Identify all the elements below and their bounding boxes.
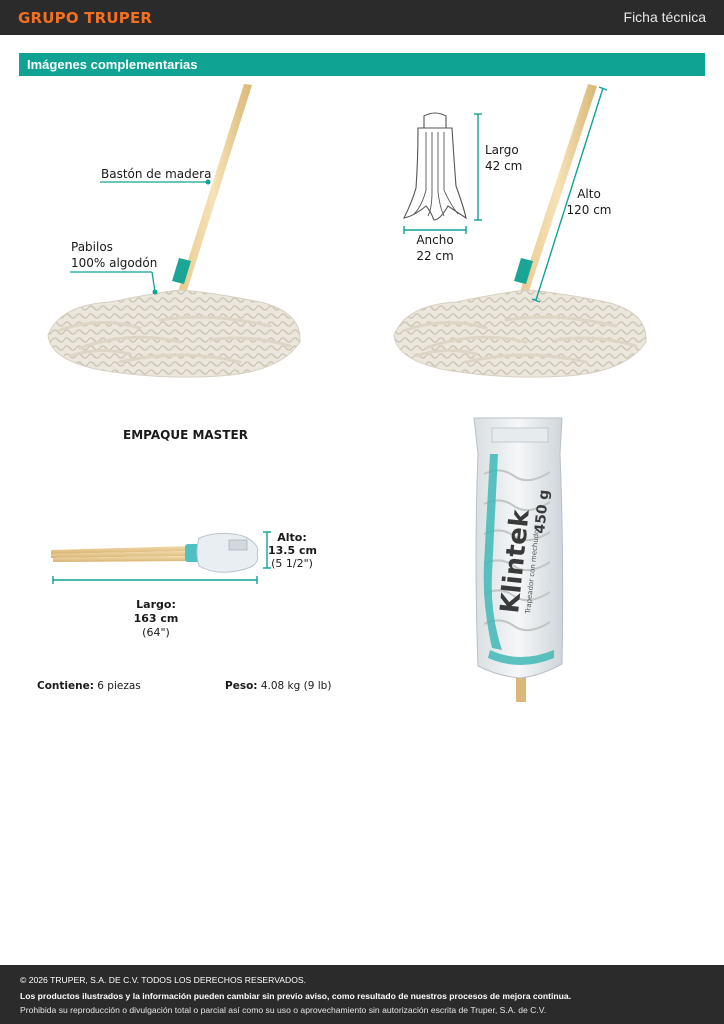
label-length: Largo xyxy=(485,143,519,157)
master-pack-image xyxy=(51,531,271,584)
section-title: Imágenes complementarias xyxy=(27,57,198,72)
label-threads-line2: 100% algodón xyxy=(71,256,158,270)
footer-legal: Prohibida su reproducción o divulgación … xyxy=(20,1005,547,1015)
label-threads-line1: Pabilos xyxy=(71,240,113,254)
contains-label: Contiene: xyxy=(37,680,94,692)
mop-image-labeled xyxy=(47,84,301,378)
top-bar: GRUPO TRUPER Ficha técnica xyxy=(0,0,724,35)
master-pack-title: EMPAQUE MASTER xyxy=(123,428,248,442)
document-type: Ficha técnica xyxy=(623,9,706,25)
label-height: Alto xyxy=(577,187,601,201)
section-header: Imágenes complementarias xyxy=(19,53,705,76)
brand-logo: GRUPO TRUPER xyxy=(18,9,153,27)
master-height-label: Alto: xyxy=(277,531,307,544)
value-width: 22 cm xyxy=(416,249,454,263)
weight-info: Peso: 4.08 kg (9 lb) xyxy=(225,680,331,692)
packaged-mop-image: Klintek Trapeador con mechudo 450 g xyxy=(473,417,564,702)
footer-copyright: © 2026 TRUPER, S.A. DE C.V. TODOS LOS DE… xyxy=(20,975,307,985)
mop-image-dimensions xyxy=(393,84,647,378)
value-height: 120 cm xyxy=(566,203,612,217)
footer: © 2026 TRUPER, S.A. DE C.V. TODOS LOS DE… xyxy=(0,965,724,1024)
master-length-in: (64") xyxy=(142,626,170,639)
value-length: 42 cm xyxy=(485,159,523,173)
master-height-in: (5 1/2") xyxy=(271,557,313,570)
package-weight-text: 450 g xyxy=(532,489,553,535)
master-height-cm: 13.5 cm xyxy=(268,544,317,557)
weight-value: 4.08 kg (9 lb) xyxy=(260,680,332,692)
label-width: Ancho xyxy=(416,233,454,247)
master-length-cm: 163 cm xyxy=(133,612,179,625)
weight-label: Peso: xyxy=(225,680,258,692)
contains-info: Contiene: 6 piezas xyxy=(37,680,141,692)
footer-notice: Los productos ilustrados y la informació… xyxy=(20,991,572,1001)
contains-value: 6 piezas xyxy=(97,680,141,692)
label-wooden-handle: Bastón de madera xyxy=(101,167,212,181)
master-length-label: Largo: xyxy=(136,598,176,611)
